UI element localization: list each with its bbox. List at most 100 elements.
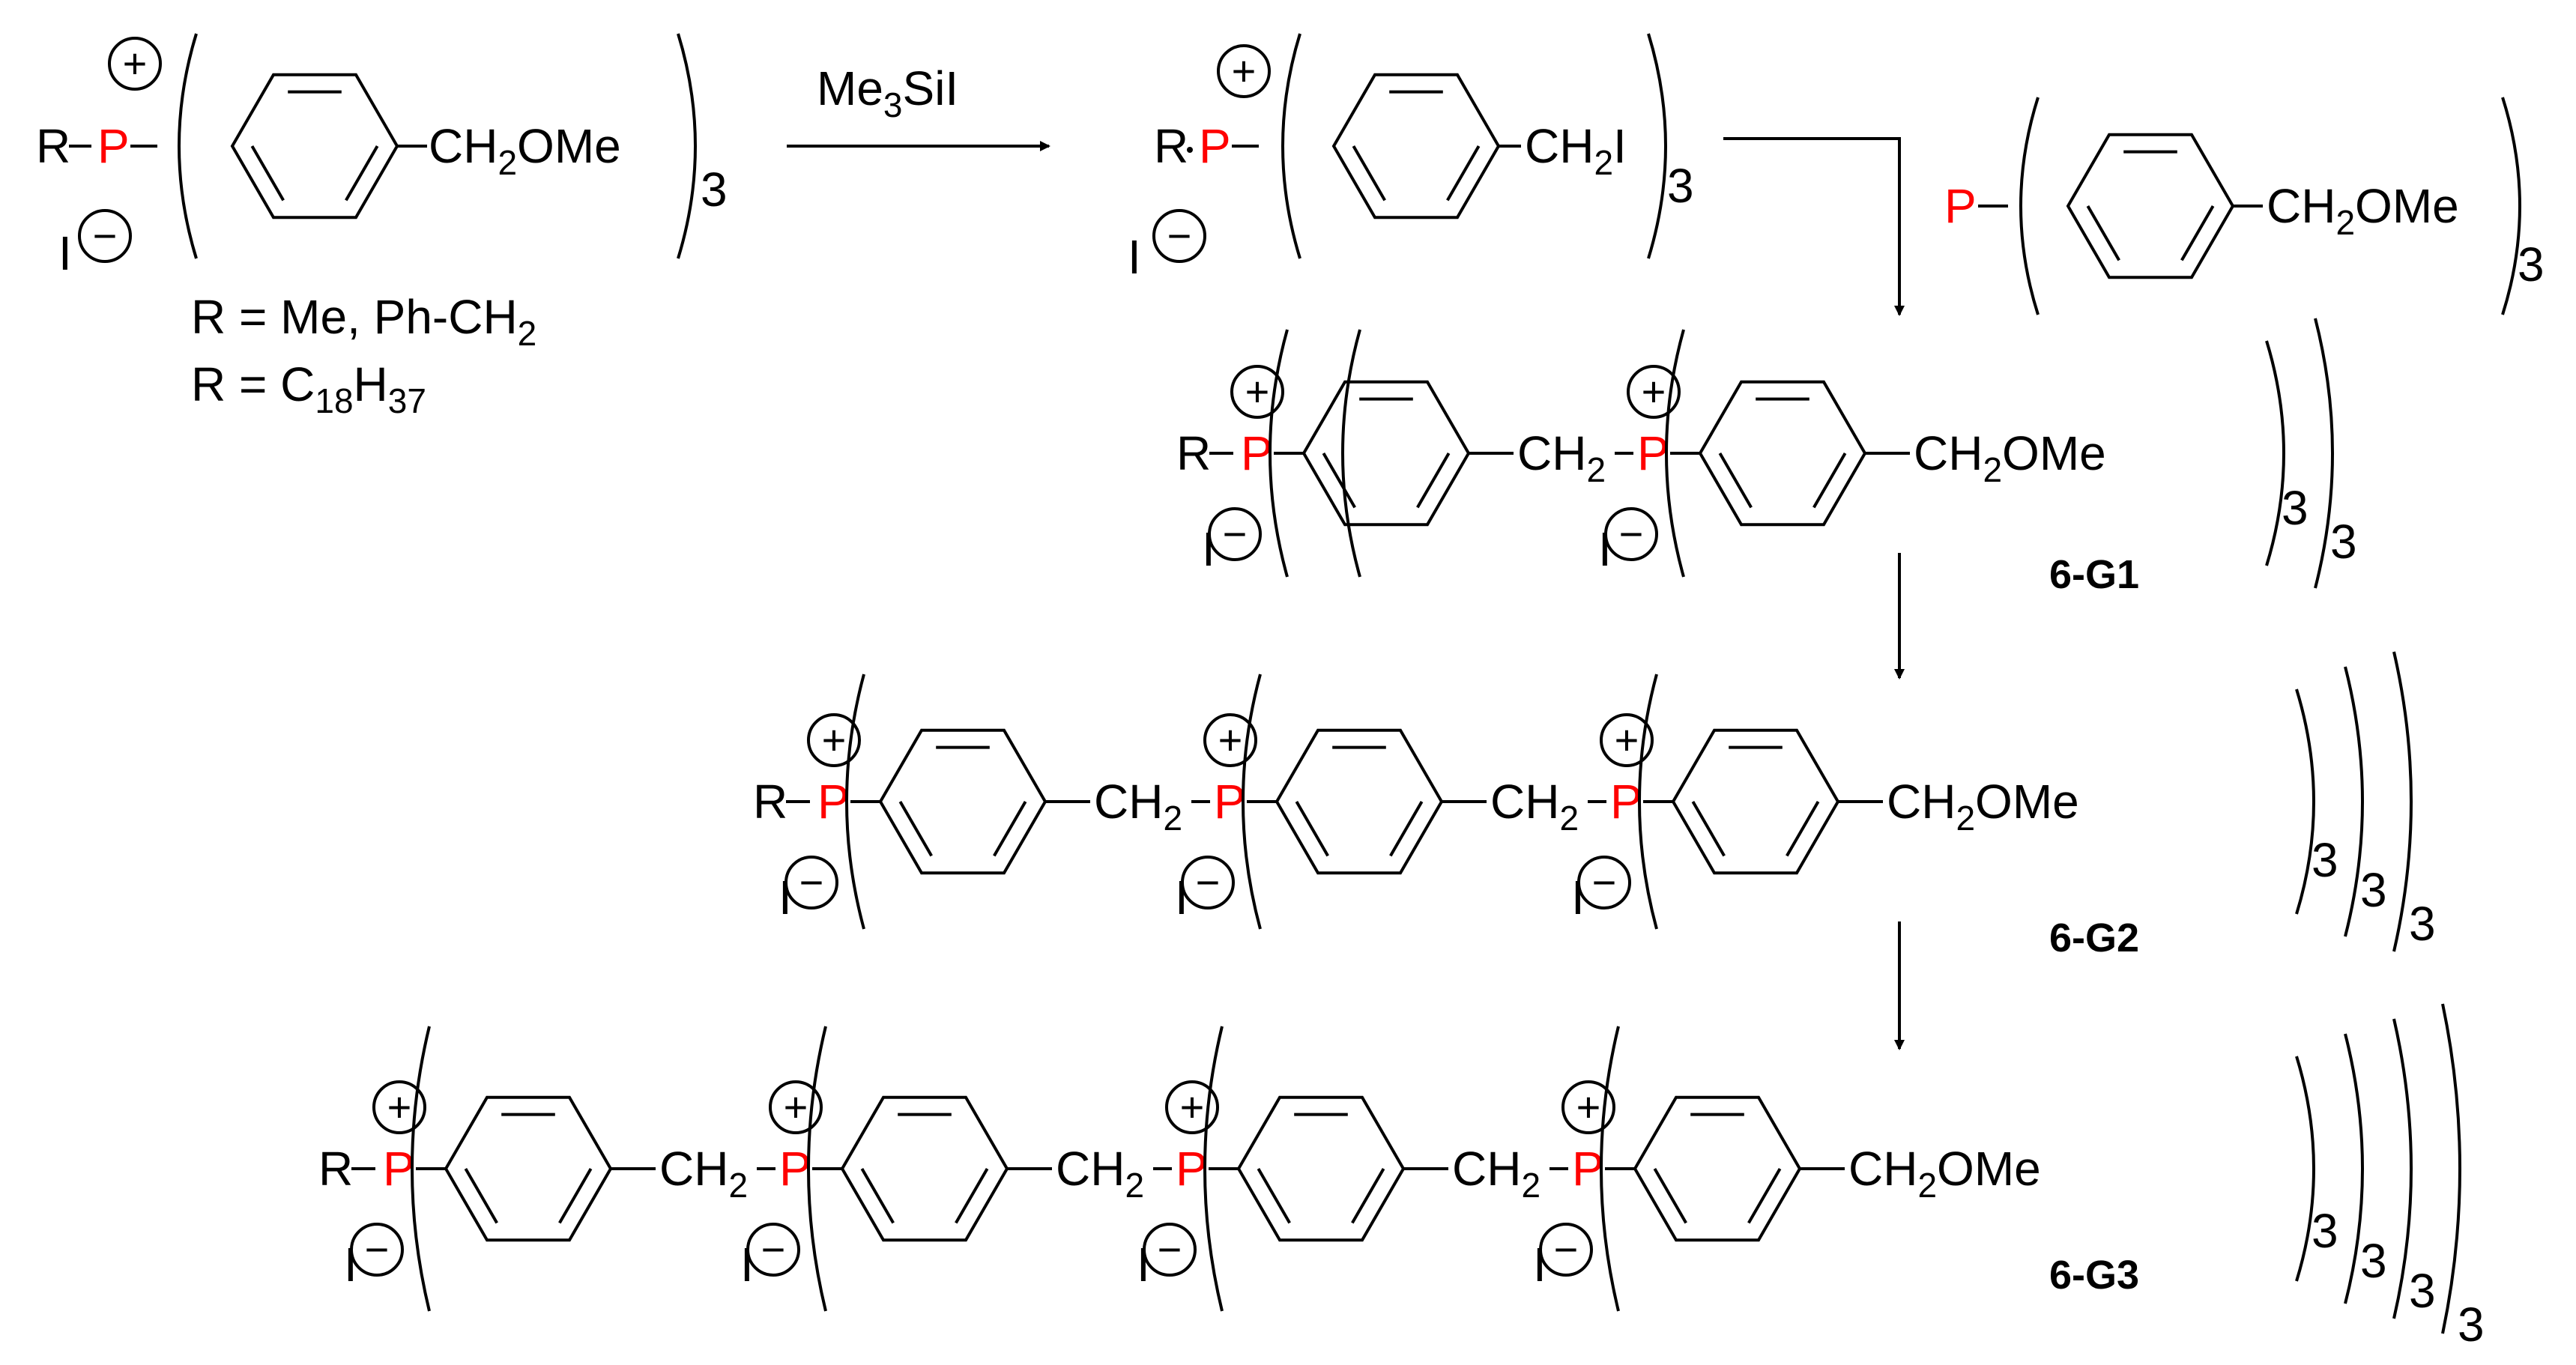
benzene-ring [1331, 73, 1501, 220]
ring-double-bond [993, 801, 1027, 857]
charge-circle [1203, 713, 1257, 767]
charge-circle [746, 1223, 800, 1277]
ch2-group: CH2 [1517, 426, 1606, 489]
multiplier-3: 3 [701, 163, 728, 217]
positive-charge: + [1230, 365, 1284, 419]
positive-charge: + [1217, 44, 1271, 98]
multiplier-3: 3 [2409, 1264, 2436, 1318]
charge-sign: − [93, 212, 118, 259]
multiplier-3: 3 [2312, 1204, 2338, 1258]
phosphorus-atom: P [817, 775, 850, 829]
benzene-ring [1301, 380, 1471, 527]
negative-charge: − [1143, 1223, 1197, 1277]
multiplier-3: 3 [1667, 159, 1694, 213]
open-paren [1665, 329, 1685, 578]
benzene-ring [444, 1095, 613, 1242]
charge-circle [1165, 1080, 1219, 1134]
charge-circle [78, 209, 132, 263]
reagent-label: Me3SiI [817, 61, 958, 124]
multiplier-3: 3 [2518, 237, 2545, 291]
phosphorus-atom: P [1637, 426, 1669, 480]
iodide-ion: I [1128, 230, 1141, 284]
charge-sign: − [761, 1226, 786, 1273]
positive-charge: + [108, 37, 162, 91]
phosphorus-atom: P [1176, 1142, 1208, 1196]
charge-circle [350, 1223, 404, 1277]
phosphorus-atom: P [1199, 119, 1231, 173]
open-paren [1341, 329, 1361, 578]
ch2ome-group: CH2OMe [1887, 775, 2079, 838]
ch2ome-group: CH2OMe [429, 119, 621, 182]
positive-charge: + [1165, 1080, 1219, 1134]
ch2ome-group: CH2OMe [2267, 179, 2459, 242]
benzene-ring [2066, 133, 2235, 279]
charge-sign: − [365, 1226, 390, 1273]
benzene-ring [230, 73, 399, 220]
positive-charge: + [372, 1080, 426, 1134]
charge-circle [807, 713, 861, 767]
close-paren [2265, 340, 2285, 566]
charge-circle [1577, 856, 1631, 910]
multiplier-3: 3 [2360, 863, 2387, 917]
benzene-ring [1671, 728, 1840, 875]
phosphorus-atom: P [779, 1142, 811, 1196]
iodide-ion: I [1571, 871, 1585, 924]
negative-charge: − [1181, 856, 1235, 910]
ring-outline [1698, 380, 1867, 527]
ring-double-bond [1416, 453, 1451, 509]
charge-circle [769, 1080, 823, 1134]
iodide-ion: I [778, 871, 792, 924]
ring-outline [444, 1095, 613, 1242]
open-paren [2019, 97, 2040, 315]
negative-charge: − [350, 1223, 404, 1277]
charge-sign: − [799, 859, 824, 906]
open-paren [1269, 329, 1289, 578]
benzene-ring [840, 1095, 1009, 1242]
ring-outline [2066, 133, 2235, 279]
close-paren [2441, 1003, 2461, 1334]
open-paren [1242, 674, 1262, 930]
ring-double-bond [250, 145, 285, 202]
multiplier-3: 3 [2282, 481, 2309, 535]
positive-charge: + [1627, 365, 1681, 419]
charge-sign: + [822, 716, 847, 763]
iodide-ion: I [740, 1238, 754, 1292]
charge-sign: + [387, 1083, 412, 1131]
ring-double-bond [1718, 452, 1753, 509]
charge-circle [108, 37, 162, 91]
positive-charge: + [1561, 1080, 1615, 1134]
ch2ome-group: CH2OMe [1914, 426, 2106, 489]
charge-sign: − [1619, 510, 1644, 557]
ch2-group: CH2 [659, 1142, 748, 1205]
ch2-group: CH2 [1490, 775, 1579, 838]
charge-sign: − [1196, 859, 1221, 906]
benzene-ring [1698, 380, 1867, 527]
label-6-g2: 6-G2 [2049, 915, 2139, 960]
ch2-group: CH2 [1452, 1142, 1541, 1205]
charge-circle [1181, 856, 1235, 910]
benzene-ring [878, 728, 1047, 875]
iodide-ion: I [1175, 871, 1188, 924]
ring-double-bond [2086, 205, 2120, 261]
charge-circle [1152, 209, 1206, 263]
ring-double-bond [2180, 205, 2215, 261]
charge-sign: + [1218, 716, 1243, 763]
phosphorus-atom: P [1610, 775, 1642, 829]
multiplier-3: 3 [2458, 1298, 2485, 1352]
iodide-ion: I [1533, 1238, 1546, 1292]
ring-double-bond [558, 1168, 593, 1224]
charge-sign: + [1615, 716, 1639, 763]
charge-sign: + [1245, 368, 1270, 415]
positive-charge: + [807, 713, 861, 767]
iodide-ion: I [1598, 522, 1612, 576]
charge-sign: − [1223, 510, 1248, 557]
ring-double-bond [1352, 145, 1386, 202]
ring-double-bond [1691, 800, 1726, 857]
phosphorus-atom: P [97, 119, 130, 173]
phosphorus-atom: P [1214, 775, 1246, 829]
iodide-ion: I [1202, 522, 1215, 576]
charge-sign: − [1592, 859, 1617, 906]
positive-charge: + [1203, 713, 1257, 767]
close-paren [2314, 318, 2334, 589]
